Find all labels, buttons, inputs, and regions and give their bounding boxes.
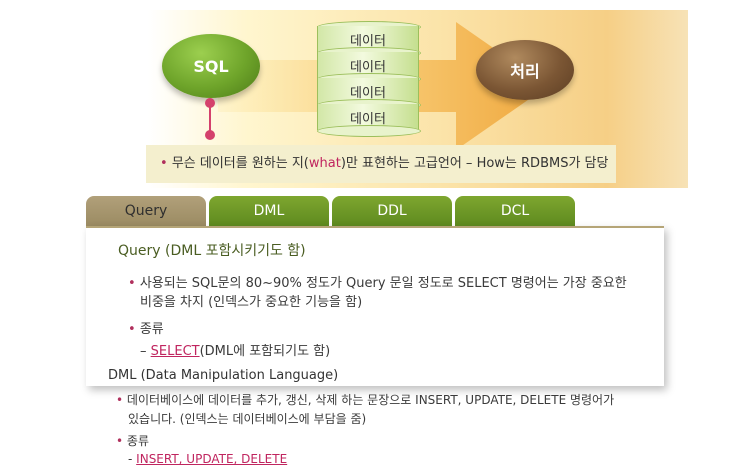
tab-dcl[interactable]: DCL <box>455 196 575 226</box>
info-after: )만 표현하는 고급언어 – How는 RDBMS가 담당 <box>340 156 609 171</box>
bullet: • <box>128 322 136 337</box>
info-strip <box>146 145 616 183</box>
dml-title: DML (Data Manipulation Language) <box>108 368 339 383</box>
tab-dml[interactable]: DML <box>209 196 329 226</box>
cylinder-label: 데이터 <box>350 33 386 49</box>
tab-panel <box>86 226 664 386</box>
dml-subitem: - INSERT, UPDATE, DELETE <box>128 452 287 466</box>
bullet: • <box>128 276 136 291</box>
query-item1-line2: 비중을 차지 (인덱스가 중요한 기능을 함) <box>140 295 363 310</box>
tab-query[interactable]: Query <box>86 196 206 226</box>
info-highlight: what <box>308 156 341 171</box>
insert-update-delete-link[interactable]: INSERT, UPDATE, DELETE <box>136 452 288 466</box>
cylinder-label: 데이터 <box>350 85 386 101</box>
info-text: • 무슨 데이터를 원하는 지(what)만 표현하는 고급언어 – How는 … <box>160 152 608 171</box>
query-item1-line1: 사용되는 SQL문의 80~90% 정도가 Query 문일 정도로 SELEC… <box>139 276 627 291</box>
dash: – <box>140 344 147 359</box>
dml-item1: • 데이터베이스에 데이터를 추가, 갱신, 삭제 하는 문장으로 INSERT… <box>116 391 614 408</box>
tab-label: DCL <box>500 203 530 219</box>
cylinder-label: 데이터 <box>350 59 386 75</box>
dml-item2-text: 종류 <box>126 434 149 448</box>
dml-item1-line2: 있습니다. (인덱스는 데이터베이스에 부담을 줌) <box>128 412 367 426</box>
query-subitem-rest: (DML에 포함되기도 함) <box>199 344 331 359</box>
bullet: • <box>116 434 124 448</box>
tab-label: Query <box>124 203 168 219</box>
tab-ddl[interactable]: DDL <box>332 196 452 226</box>
sql-label: SQL <box>193 56 229 76</box>
dash: - <box>128 452 133 466</box>
connector-line <box>209 100 211 132</box>
connector-dot-top <box>205 98 215 108</box>
tab-label: DML <box>253 203 285 219</box>
dml-item2: • 종류 <box>116 432 149 449</box>
query-item2: • 종류 <box>128 318 164 337</box>
process-label: 처리 <box>510 62 540 81</box>
query-title: Query (DML 포함시키기도 함) <box>118 243 306 259</box>
query-subitem: – SELECT(DML에 포함되기도 함) <box>140 340 330 359</box>
query-item2-text: 종류 <box>139 322 164 337</box>
info-before: 무슨 데이터를 원하는 지( <box>171 156 309 171</box>
process-ellipse: 처리 <box>476 40 574 100</box>
connector-dot-bottom <box>205 130 215 140</box>
cylinder-bottom <box>317 125 421 137</box>
select-link[interactable]: SELECT <box>150 344 200 359</box>
cylinder-label: 데이터 <box>350 111 386 127</box>
info-bullet: • <box>160 156 168 171</box>
dml-item1-line1: 데이터베이스에 데이터를 추가, 갱신, 삭제 하는 문장으로 INSERT, … <box>126 393 615 407</box>
bullet: • <box>116 393 124 407</box>
query-item1: • 사용되는 SQL문의 80~90% 정도가 Query 문일 정도로 SEL… <box>128 272 627 291</box>
tab-label: DDL <box>377 203 407 219</box>
sql-ellipse: SQL <box>162 34 260 98</box>
